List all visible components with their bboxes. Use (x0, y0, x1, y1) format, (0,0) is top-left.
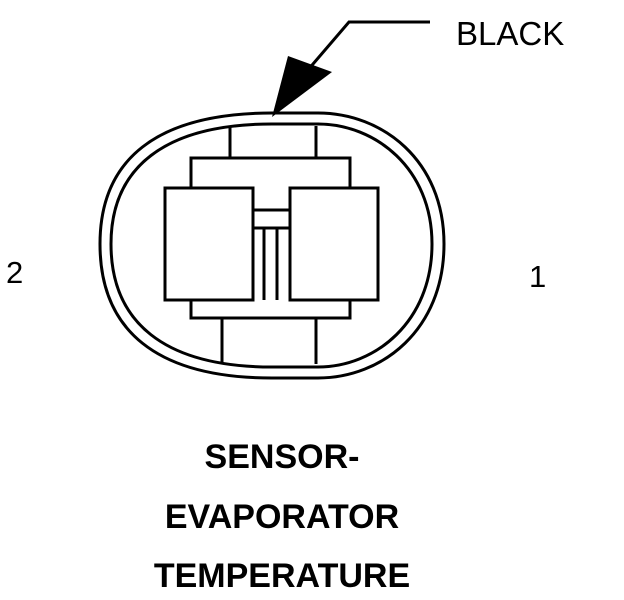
terminal-cavity-2 (163, 186, 255, 302)
terminal-cavity-1 (288, 186, 380, 302)
latch-bottom (220, 318, 318, 364)
diagram-title-line-2: EVAPORATOR (164, 498, 400, 536)
connector-body (163, 126, 380, 364)
diagram-title-line-1: SENSOR- (204, 438, 360, 476)
callout-leader-line (299, 20, 430, 79)
latch-top (228, 126, 318, 158)
callout-arrow-icon (272, 56, 332, 117)
diagram-title-line-3: TEMPERATURE (153, 557, 411, 595)
pin-2-label: 2 (6, 255, 24, 290)
connector-housing (98, 111, 446, 380)
pin-1-label: 1 (529, 259, 547, 294)
callout-pointer (272, 20, 430, 117)
connector-inner-shell (109, 122, 434, 369)
callout-label: BLACK (456, 15, 565, 52)
connector-outer-shell (98, 111, 446, 380)
center-divider (253, 208, 290, 300)
terminal-frame (163, 156, 380, 320)
